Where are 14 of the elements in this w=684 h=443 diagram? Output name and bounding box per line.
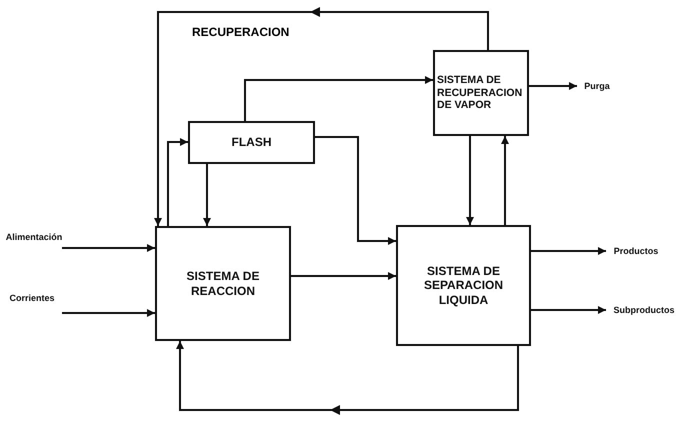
box-label: FLASH <box>232 135 272 150</box>
box-label: SISTEMA DE REACCION <box>186 269 260 298</box>
stream-label: Purga <box>584 80 610 92</box>
box-label: SISTEMA DE RECUPERACION DE VAPOR <box>436 74 524 112</box>
process-box <box>396 225 531 346</box>
stream-label: Alimentación <box>6 232 62 242</box>
section-label: RECUPERACION <box>192 25 290 39</box>
process-box <box>155 226 291 341</box>
stream-label: Corrientes <box>9 292 54 304</box>
stream-label: Productos <box>614 246 658 256</box>
process-box <box>433 50 529 136</box>
box-label: SISTEMA DE SEPARACION LIQUIDA <box>422 264 504 308</box>
process-box <box>188 121 315 164</box>
stream-label: Subproductos <box>614 304 674 316</box>
